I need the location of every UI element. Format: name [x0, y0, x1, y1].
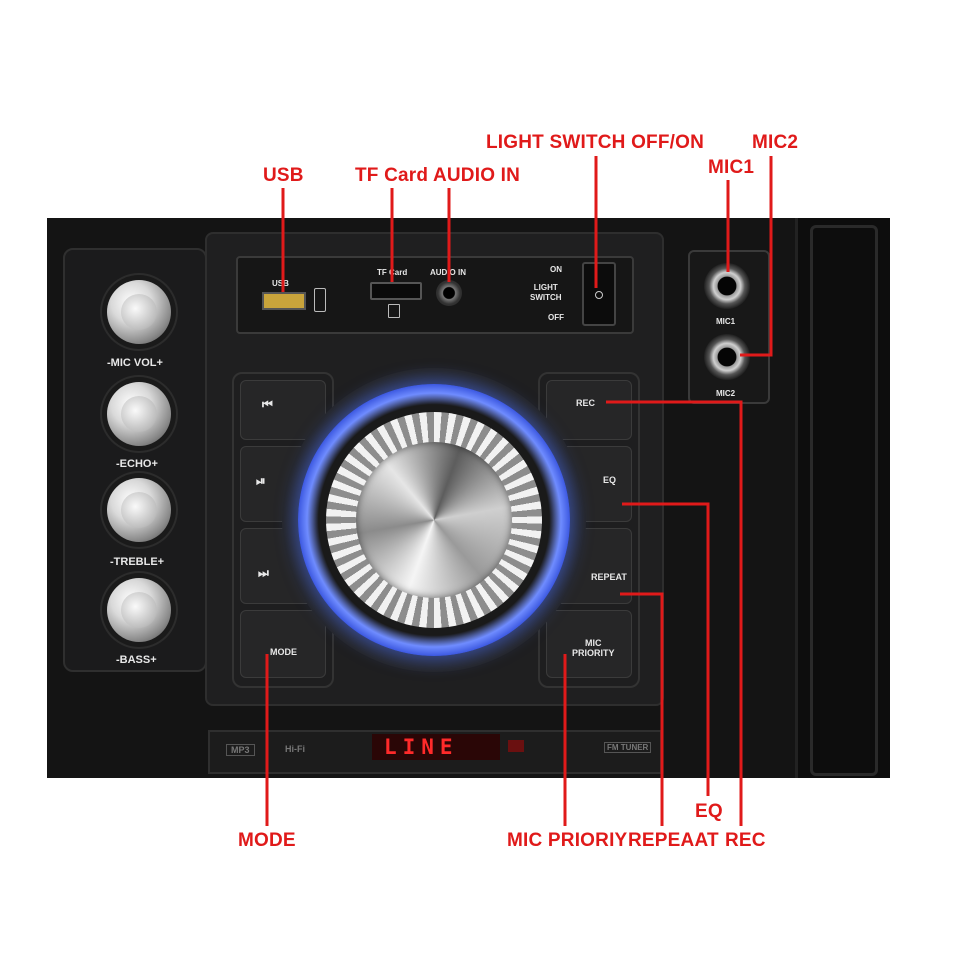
mic-priority-callout: MIC PRIORIY	[507, 830, 628, 851]
usb-panel-label: USB	[272, 279, 289, 288]
mic2-jack[interactable]	[704, 334, 750, 380]
bass-label: -BASS+	[116, 654, 157, 666]
volume-knob[interactable]	[356, 442, 512, 598]
repeat-button-label: REPEAT	[591, 572, 627, 582]
mic2-leader	[740, 156, 773, 357]
mic1-panel-label: MIC1	[716, 317, 736, 326]
fm-tuner-badge: FM TUNER	[604, 742, 652, 753]
mp3-badge: MP3	[226, 744, 255, 756]
echo-label: -ECHO+	[116, 458, 158, 470]
previous-icon: ⏮	[262, 397, 273, 411]
display-heart-indicator	[508, 740, 524, 752]
play-pause-icon: ⏯	[256, 474, 266, 488]
mic-vol-label: -MIC VOL+	[107, 357, 163, 369]
repeat-callout: REPEAAT	[628, 830, 719, 851]
audio-in-jack[interactable]	[436, 280, 462, 306]
usb-callout: USB	[263, 165, 304, 186]
switch-on-label: ON	[550, 265, 562, 274]
next-icon: ⏭	[258, 566, 269, 580]
bass-knob[interactable]	[107, 578, 171, 642]
tf-card-audio-in-callout: TF Card AUDIO IN	[355, 165, 521, 186]
eq-callout: EQ	[695, 801, 723, 822]
mic2-panel-label: MIC2	[716, 389, 736, 398]
rec-button[interactable]	[546, 380, 632, 440]
mode-callout: MODE	[238, 830, 296, 851]
echo-knob[interactable]	[107, 382, 171, 446]
right-side-ridge	[810, 225, 878, 776]
eq-leader	[622, 502, 710, 796]
mic-vol-knob[interactable]	[107, 280, 171, 344]
rec-leader	[606, 400, 743, 826]
hifi-badge: Hi-Fi	[285, 744, 305, 754]
treble-knob[interactable]	[107, 478, 171, 542]
mic2-callout: MIC2	[752, 132, 799, 153]
treble-label: -TREBLE+	[110, 556, 165, 568]
light-switch-callout: LIGHT SWITCH OFF/ON	[486, 132, 705, 153]
rec-button-label: REC	[576, 398, 596, 408]
rec-callout: REC	[725, 830, 766, 851]
switch-off-label: OFF	[548, 313, 564, 322]
usb-stick-icon	[314, 288, 326, 312]
mic-priority-button[interactable]	[546, 610, 632, 678]
mic1-callout: MIC1	[708, 157, 755, 178]
usb-port[interactable]	[262, 292, 306, 310]
display-text: LINE	[384, 735, 459, 759]
light-switch[interactable]	[582, 262, 616, 326]
mode-button[interactable]	[240, 610, 326, 678]
eq-button-label: EQ	[603, 475, 617, 485]
sd-card-icon	[388, 304, 400, 318]
repeat-leader	[620, 592, 664, 826]
led-display	[372, 734, 500, 760]
mic-priority-button-label: MIC PRIORITY	[572, 638, 615, 658]
tf-card-slot[interactable]	[370, 282, 422, 300]
light-switch-panel-label: LIGHT SWITCH	[530, 283, 562, 302]
mode-button-label: MODE	[270, 647, 297, 657]
